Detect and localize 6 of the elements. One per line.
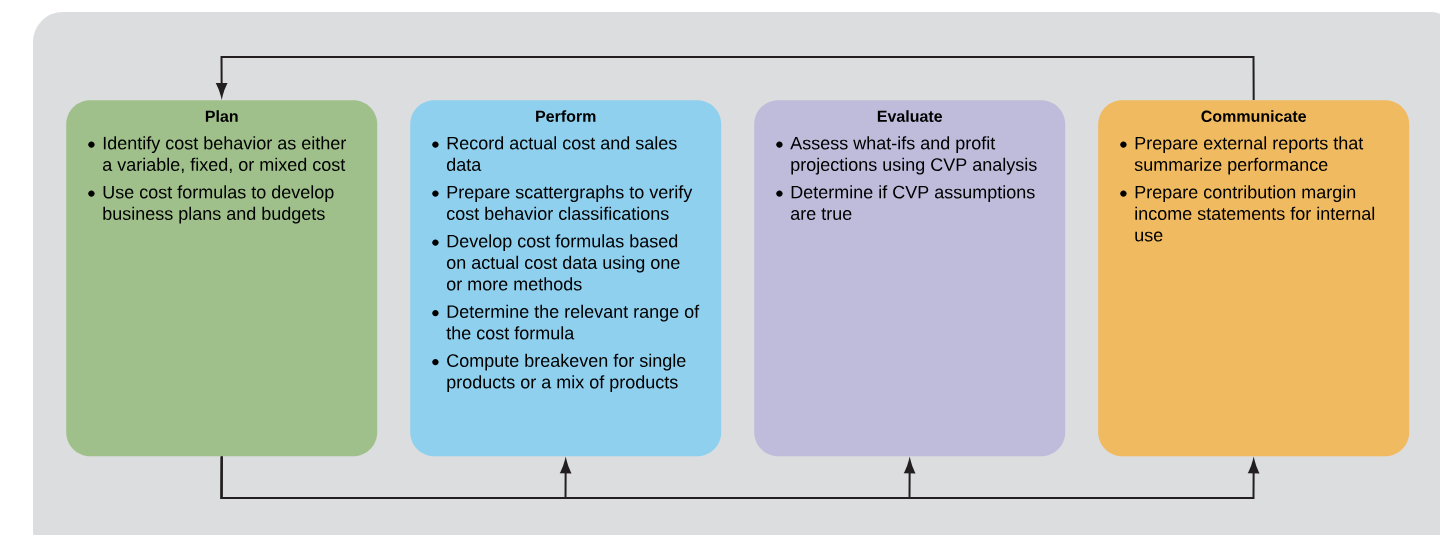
- arrow: [216, 56, 1255, 101]
- stage-box: Communicate Prepare external reports that summarize performance Prepare contribution margin income statements for internal use: [1098, 100, 1410, 457]
- stage-box: Evaluate Assess what-ifs and profit projections using CVP analysis Determine if CVP assumptions are true: [754, 100, 1066, 457]
- stage-box: Plan Identify cost behavior as either a variable, fixed, or mixed cost Use cost formulas to develop business plans and budgets: [66, 100, 378, 457]
- arrow: [220, 455, 1259, 499]
- stage-box: Perform Record actual cost and sales data Prepare scattergraphs to verify cost behavior classifications Develop cost formulas based on actual cost data using one or more methods Determine the relevant range of the cost formula Compute breakeven for single products or a mix of products: [410, 100, 722, 457]
